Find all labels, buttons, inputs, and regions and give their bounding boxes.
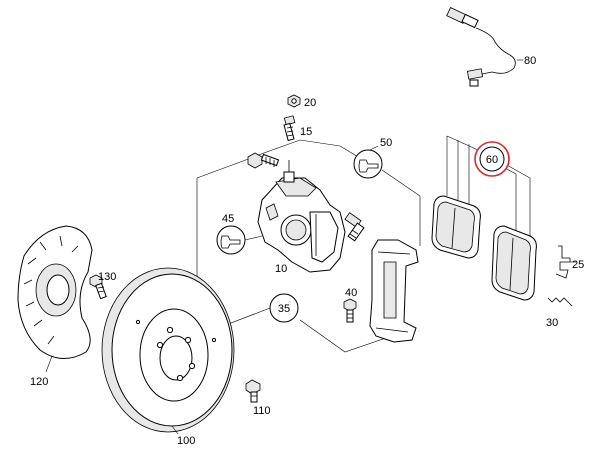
nut-20	[287, 94, 301, 108]
brake-pad-left	[431, 195, 481, 259]
bolt-40	[343, 298, 357, 323]
bolt-130	[89, 274, 107, 300]
part-label-20: 20	[304, 97, 316, 109]
brake-disc-100	[101, 267, 235, 435]
spring-pin-30	[547, 297, 573, 307]
callout-label-35: 35	[278, 303, 290, 315]
callout-label-45: 45	[222, 213, 234, 225]
wear-sensor-80	[446, 7, 523, 87]
callout-35	[269, 293, 299, 323]
part-label-110: 110	[253, 405, 271, 417]
brake-caliper-10	[257, 160, 346, 273]
part-label-10: 10	[275, 263, 287, 275]
bleeder-screw-15	[283, 115, 296, 142]
splash-shield-120	[17, 225, 93, 373]
part-label-130: 130	[98, 271, 116, 283]
bolt-110	[245, 379, 261, 403]
callout-label-60: 60	[486, 154, 498, 166]
part-label-100: 100	[177, 435, 195, 447]
part-label-40: 40	[345, 287, 357, 299]
caliper-bolt-upper	[247, 152, 280, 169]
callout-50	[353, 145, 383, 179]
spring-clip-25	[555, 245, 576, 279]
callout-45	[216, 225, 263, 255]
callout-60[interactable]	[474, 141, 510, 177]
pad-set-outline	[446, 135, 531, 250]
callout-label-50: 50	[380, 137, 392, 149]
part-label-120: 120	[30, 376, 48, 388]
caliper-bracket	[369, 239, 419, 343]
part-label-25: 25	[572, 259, 584, 271]
brake-pad-right	[491, 225, 537, 301]
part-label-30: 30	[546, 317, 558, 329]
part-label-80: 80	[524, 55, 536, 67]
part-label-15: 15	[300, 126, 312, 138]
guide-pin	[344, 212, 365, 242]
